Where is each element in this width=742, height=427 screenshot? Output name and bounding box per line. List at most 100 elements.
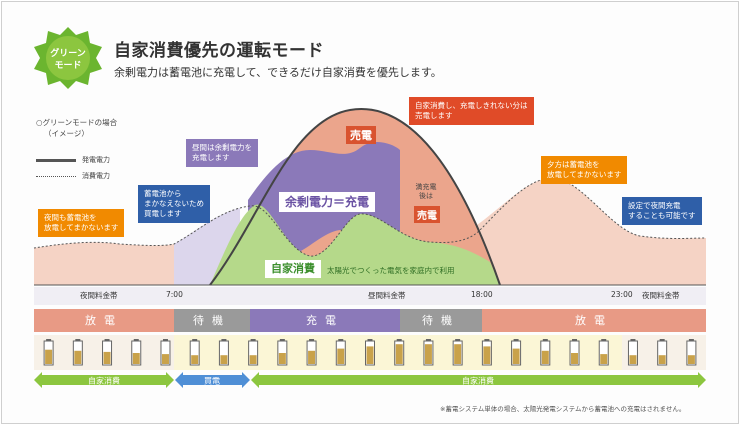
battery-cap: [104, 339, 110, 341]
battery-cap: [688, 339, 694, 341]
battery-cap: [484, 339, 490, 341]
battery-cap: [162, 339, 168, 341]
phase-standby-1: 待機: [174, 309, 250, 332]
label-full-charge: 満充電 後は: [411, 183, 441, 201]
callout-evening: 夕方は蓄電池を 放電してまかないます: [541, 156, 628, 184]
callout-evening-line2: 放電してまかないます: [547, 170, 622, 179]
battery-level-fill: [483, 346, 491, 364]
callout-night-left: 夜間も蓄電池を 放電してまかないます: [38, 209, 125, 237]
battery-level-fill: [74, 350, 82, 364]
battery-icon: [598, 340, 609, 366]
battery-cap: [542, 339, 548, 341]
callout-daytime: 昼間は余剰電力を 充電します: [186, 139, 258, 167]
callout-overflow-line1: 自家消費し、充電しきれない分は: [415, 101, 528, 110]
area-night-right: [470, 177, 706, 285]
footnote: ※蓄電システム単体の場合、太陽光発電システムから蓄電池への充電はされません。: [440, 405, 686, 413]
battery-level-fill: [103, 351, 111, 364]
callout-night-left-line1: 夜間も蓄電池を: [44, 213, 97, 222]
callout-evening-line1: 夕方は蓄電池を: [547, 160, 600, 169]
legend-solid-line: [36, 158, 76, 162]
consumption-line: [33, 177, 707, 257]
label-sell-bottom: 売電: [414, 206, 440, 223]
battery-cap: [367, 339, 373, 341]
generation-line: [209, 108, 501, 286]
battery-level-fill: [366, 346, 374, 364]
battery-cap: [279, 339, 285, 341]
timeline-night-right: 夜間料金帯: [642, 291, 680, 300]
battery-icon: [218, 340, 229, 366]
callout-shortfall-line1: 蓄電池から: [144, 189, 182, 198]
battery-cap: [572, 339, 578, 341]
legend-generation: 発電電力: [36, 155, 110, 165]
label-self-consumption: 自家消費: [265, 260, 321, 278]
legend-consumption-label: 消費電力: [82, 172, 110, 180]
callout-overflow-line2: 売電します: [415, 111, 453, 120]
phase-discharge-left: 放電: [34, 309, 174, 332]
label-sell-top: 売電: [346, 126, 376, 144]
battery-cap: [75, 339, 81, 341]
battery-level-fill: [191, 355, 199, 364]
arrow-self-right: [251, 372, 706, 388]
label-surplus-charge: 余剰電力＝充電: [279, 192, 375, 212]
legend-heading: ○グリーンモードの場合 （イメージ）: [36, 117, 117, 139]
battery-level-fill: [308, 350, 316, 364]
battery-cap: [630, 339, 636, 341]
arrow-row: 自家消費 買電 自家消費: [34, 372, 706, 388]
callout-daytime-line2: 充電します: [192, 153, 230, 162]
battery-icon: [686, 340, 697, 366]
battery-level-fill: [161, 354, 169, 364]
battery-level-fill: [512, 348, 520, 364]
green-mode-badge: グリーン モード: [34, 27, 102, 89]
battery-cap: [338, 339, 344, 341]
label-self-consumption-desc: 太陽光でつくった電気を家庭内で利用: [327, 266, 455, 275]
phase-discharge-right: 放電: [482, 309, 706, 332]
battery-cap: [396, 339, 402, 341]
battery-icon: [160, 340, 171, 366]
callout-shortfall-line3: 買電します: [144, 209, 182, 218]
battery-level-fill: [395, 344, 403, 364]
battery-level-fill: [541, 350, 549, 364]
timeline-bar: [34, 287, 706, 305]
battery-icon: [248, 340, 259, 366]
legend-dotted-line: [36, 175, 76, 177]
callout-overflow: 自家消費し、充電しきれない分は 売電します: [409, 97, 534, 125]
battery-icon: [657, 340, 668, 366]
legend-generation-label: 発電電力: [82, 156, 110, 164]
battery-level-fill: [220, 355, 228, 364]
label-full-charge-line2: 後は: [419, 192, 433, 200]
battery-cap: [221, 339, 227, 341]
arrow-buy-label: 買電: [204, 377, 220, 386]
battery-level-fill: [278, 353, 286, 364]
timeline-7: 7:00: [166, 290, 183, 299]
battery-cap: [455, 339, 461, 341]
page-title: 自家消費優先の運転モード: [114, 41, 324, 61]
battery-level-fill: [45, 349, 53, 364]
callout-shortfall: 蓄電池から まかなえないため 買電します: [138, 185, 210, 223]
callout-night-right-line2: することも可能です: [628, 211, 696, 220]
legend-heading-line2: （イメージ）: [44, 129, 89, 138]
arrow-buy: [175, 372, 250, 388]
callout-night-right-line1: 設定で夜間充電: [628, 201, 681, 210]
callout-night-left-line2: 放電してまかないます: [44, 223, 119, 232]
battery-cap: [192, 339, 198, 341]
battery-level-fill: [658, 355, 666, 364]
battery-level-fill: [687, 355, 695, 364]
battery-cap: [133, 339, 139, 341]
arrow-self-right-label: 自家消費: [462, 376, 494, 386]
arrow-self-left: [34, 372, 174, 388]
callout-night-right: 設定で夜間充電 することも可能です: [622, 197, 702, 225]
battery-icon: [189, 340, 200, 366]
battery-level-fill: [132, 353, 140, 364]
callout-shortfall-line2: まかなえないため: [144, 199, 204, 208]
arrow-self-left-label: 自家消費: [88, 376, 120, 386]
phase-standby-2: 待機: [400, 309, 482, 332]
battery-level-fill: [600, 354, 608, 364]
battery-cap: [659, 339, 665, 341]
battery-level-fill: [571, 353, 579, 364]
battery-cap: [425, 339, 431, 341]
battery-cap: [46, 339, 52, 341]
legend-consumption: 消費電力: [36, 171, 110, 181]
battery-level-fill: [424, 344, 432, 364]
area-night-left: [34, 242, 174, 285]
timeline-18: 18:00: [471, 290, 493, 299]
